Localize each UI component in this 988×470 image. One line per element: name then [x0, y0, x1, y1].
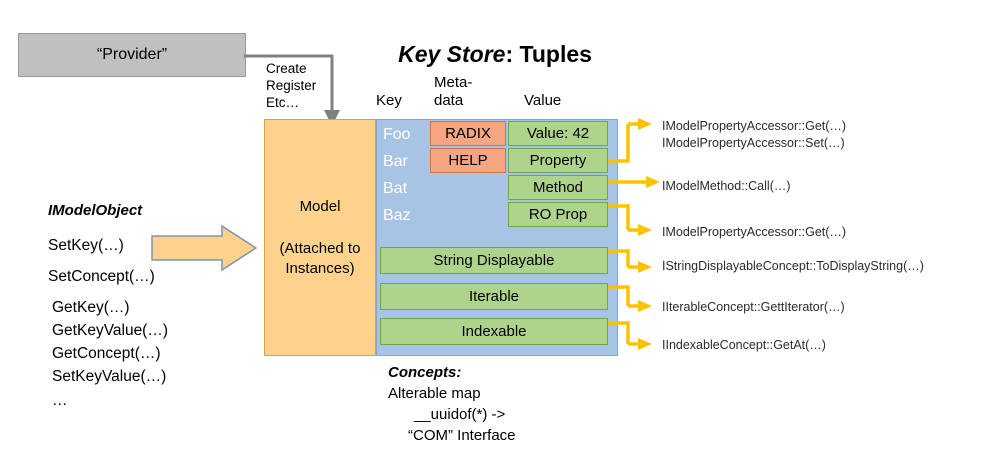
- method-setkey: SetKey(…): [48, 237, 124, 254]
- metadata-cell-radix: RADIX: [430, 121, 506, 146]
- method-ellipsis: …: [52, 392, 68, 409]
- model-subtitle-line2: Instances): [285, 259, 355, 277]
- concepts-note: Concepts: Alterable map __uuidof(*) -> “…: [388, 362, 628, 446]
- title-emphasis: Key Store: [398, 41, 506, 67]
- annotation-string-displayable: IStringDisplayableConcept::ToDisplayStri…: [662, 259, 924, 273]
- method-setconcept: SetConcept(…): [48, 268, 155, 285]
- annotation-property-get: IModelPropertyAccessor::Get(…): [662, 119, 847, 133]
- model-subtitle-line1: (Attached to: [279, 239, 361, 257]
- key-item-baz: Baz: [383, 207, 411, 224]
- concept-bar-string-displayable: String Displayable: [380, 247, 608, 274]
- value-cell-method: Method: [508, 175, 608, 200]
- connector-line-create: Create: [266, 61, 307, 76]
- method-setkeyvalue: SetKeyValue(…): [52, 368, 167, 385]
- method-getkeyvalue: GetKeyValue(…): [52, 322, 169, 339]
- title-rest: : Tuples: [505, 41, 592, 67]
- annotation-roprop-get: IModelPropertyAccessor::Get(…): [662, 225, 847, 239]
- key-item-foo: Foo: [383, 126, 411, 143]
- metadata-cell-help: HELP: [430, 148, 506, 173]
- annotation-property-set: IModelPropertyAccessor::Set(…): [662, 136, 845, 150]
- value-cell-value42: Value: 42: [508, 121, 608, 146]
- annotation-iterable: IIterableConcept::GettIterator(…): [662, 300, 845, 314]
- value-to-annotation-connectors: [608, 118, 660, 350]
- column-header-metadata-line2: data: [434, 92, 464, 109]
- concepts-note-line3: “COM” Interface: [408, 427, 516, 444]
- key-item-bat: Bat: [383, 180, 408, 197]
- concept-bar-iterable: Iterable: [380, 283, 608, 310]
- annotation-method-call: IModelMethod::Call(…): [662, 179, 791, 193]
- column-header-metadata: Meta- data: [434, 74, 494, 110]
- provider-box: “Provider”: [18, 33, 246, 77]
- column-header-metadata-line1: Meta-: [434, 74, 473, 91]
- connector-line-register: Register: [266, 78, 317, 93]
- imodelobject-title: IModelObject: [48, 202, 143, 219]
- column-header-value: Value: [524, 92, 562, 109]
- concept-bar-indexable: Indexable: [380, 318, 608, 345]
- value-cell-roprop: RO Prop: [508, 202, 608, 227]
- method-getconcept: GetConcept(…): [52, 345, 161, 362]
- provider-to-model-connector: [244, 54, 340, 126]
- connector-line-etc: Etc…: [266, 95, 300, 110]
- model-box: Model (Attached to Instances): [264, 119, 376, 356]
- imodelobject-to-model-arrow: [151, 224, 258, 272]
- create-register-label: Create Register Etc…: [266, 60, 336, 111]
- annotation-property-accessor: IModelPropertyAccessor::Get(…) IModelPro…: [662, 118, 846, 152]
- page-title: Key Store: Tuples: [360, 41, 630, 68]
- concepts-note-line2: __uuidof(*) ->: [414, 406, 506, 423]
- column-header-key: Key: [376, 92, 402, 109]
- provider-label: “Provider”: [96, 46, 168, 63]
- annotation-indexable: IIndexableConcept::GetAt(…): [662, 338, 826, 352]
- concepts-note-line1: Alterable map: [388, 385, 481, 402]
- model-subtitle: (Attached to Instances): [280, 239, 361, 279]
- model-title: Model: [299, 197, 341, 215]
- value-cell-property: Property: [508, 148, 608, 173]
- key-item-bar: Bar: [383, 153, 408, 170]
- method-getkey: GetKey(…): [52, 299, 130, 316]
- concepts-note-header: Concepts:: [388, 364, 462, 381]
